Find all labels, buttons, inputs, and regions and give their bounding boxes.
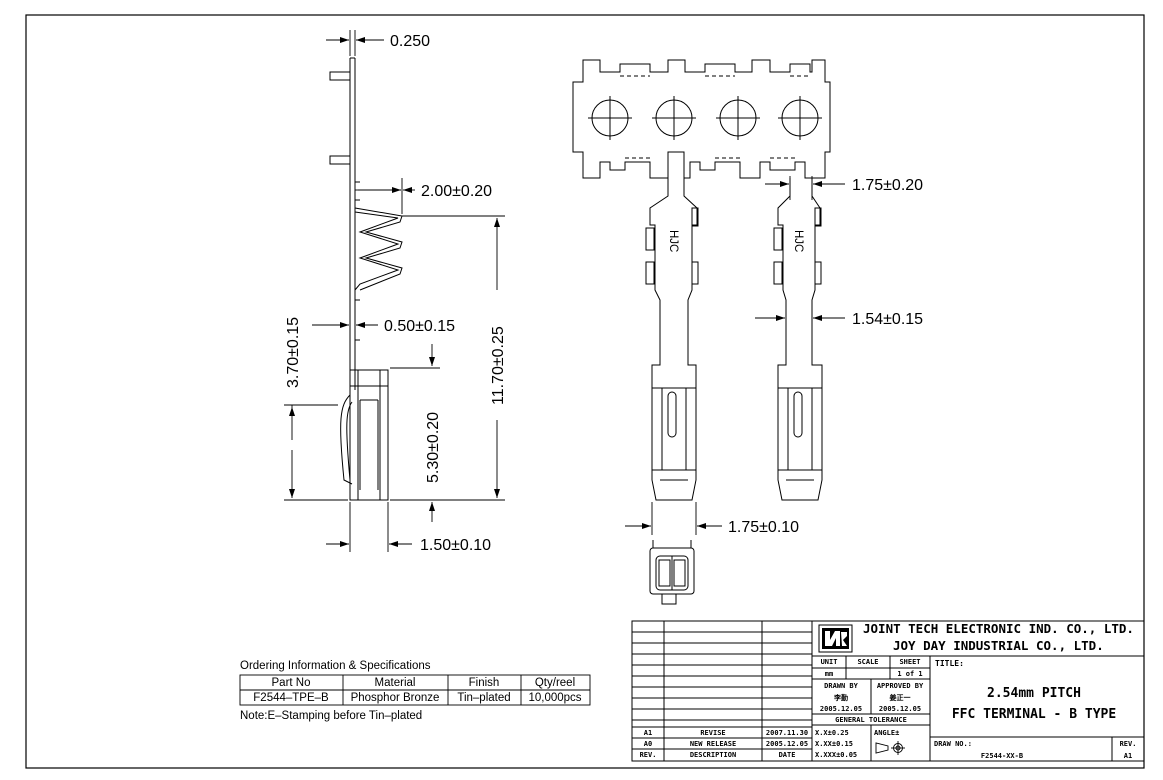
revision-a0-desc: NEW RELEASE	[690, 740, 736, 748]
ordering-heading: Ordering Information & Specifications	[240, 660, 431, 672]
ordering-cell-qty: 10,000pcs	[528, 692, 581, 704]
title-block-grid	[631, 620, 1145, 762]
ordering-col-qty: Qty/reel	[535, 677, 575, 689]
drawn-by-label: DRAWN BY	[824, 682, 859, 690]
dim-side-width: 1.50±0.10	[420, 537, 491, 554]
revision-a1-date: 2007.11.30	[766, 729, 808, 737]
dim-spring-height: 2.00±0.20	[421, 183, 492, 200]
pilot-holes	[588, 96, 822, 140]
revision-a0-date: 2005.12.05	[766, 740, 808, 748]
tolerance-1: X.X±0.25	[815, 729, 849, 737]
company-name-2: JOY DAY INDUSTRIAL CO., LTD.	[893, 638, 1104, 653]
drawn-date: 2005.12.05	[820, 705, 862, 713]
revision-header-desc: DESCRIPTION	[690, 751, 736, 759]
ordering-table-grid	[239, 674, 591, 706]
scale-label: SCALE	[857, 658, 878, 666]
rev-value: A1	[1124, 752, 1132, 760]
draw-no: F2544-XX-B	[981, 752, 1023, 760]
terminal-left	[645, 178, 699, 501]
dim-neck-width: 1.54±0.15	[852, 311, 923, 328]
marking-right: HJC	[792, 230, 804, 252]
ordering-col-finish: Finish	[469, 677, 500, 689]
dim-head-width: 1.75±0.20	[852, 177, 923, 194]
unit-value: mm	[825, 670, 833, 678]
projection-symbol-icon	[875, 741, 905, 755]
dim-overall-length: 11.70±0.25	[490, 326, 507, 405]
marking-left: HJC	[667, 230, 679, 252]
revision-header-rev: REV.	[640, 751, 657, 759]
dim-contact-height: 3.70±0.15	[285, 317, 302, 388]
sheet-value: 1 of 1	[897, 670, 922, 678]
ordering-cell-part: F2544–TPE–B	[253, 692, 329, 704]
revision-a0-rev: A0	[644, 740, 652, 748]
dim-spring-gap: 0.50±0.15	[384, 318, 455, 335]
company-logo-icon	[822, 628, 849, 649]
unit-label: UNIT	[821, 658, 838, 666]
tolerance-2: X.XX±0.15	[815, 740, 853, 748]
dim-thickness: 0.250	[390, 33, 430, 50]
end-view	[649, 540, 695, 605]
general-tolerance-label: GENERAL TOLERANCE	[835, 716, 907, 724]
title-label: TITLE:	[935, 659, 964, 668]
title-line-2: FFC TERMINAL - B TYPE	[952, 707, 1116, 722]
carrier-strip	[572, 59, 831, 179]
dim-crimp-length: 5.30±0.20	[425, 412, 442, 483]
approved-date: 2005.12.05	[879, 705, 921, 713]
sheet-border	[25, 14, 1145, 769]
ordering-cell-finish: Tin–plated	[457, 692, 510, 704]
company-name-1: JOINT TECH ELECTRONIC IND. CO., LTD.	[863, 621, 1134, 636]
approved-by-name: 姜正一	[890, 693, 911, 702]
draw-no-label: DRAW NO.:	[934, 740, 972, 748]
ordering-note: Note:E–Stamping before Tin–plated	[240, 710, 422, 722]
sheet-label: SHEET	[899, 658, 920, 666]
angle-label: ANGLE±	[874, 729, 899, 737]
tolerance-3: X.XXX±0.05	[815, 751, 857, 759]
dim-crimp-width: 1.75±0.10	[728, 519, 799, 536]
ordering-col-material: Material	[375, 677, 416, 689]
front-view-dimensions	[625, 176, 845, 535]
side-view-dimensions	[284, 30, 505, 552]
revision-header-date: DATE	[779, 751, 796, 759]
approved-by-label: APPROVED BY	[877, 682, 924, 690]
rev-label: REV.	[1120, 740, 1137, 748]
side-view	[329, 57, 403, 501]
ordering-col-part: Part No	[272, 677, 311, 689]
drawn-by-name: 李勤	[833, 693, 848, 702]
title-line-1: 2.54mm PITCH	[987, 686, 1081, 701]
terminal-right	[773, 178, 823, 501]
ordering-cell-material: Phosphor Bronze	[351, 692, 440, 704]
revision-a1-desc: REVISE	[700, 729, 725, 737]
revision-a1-rev: A1	[644, 729, 652, 737]
